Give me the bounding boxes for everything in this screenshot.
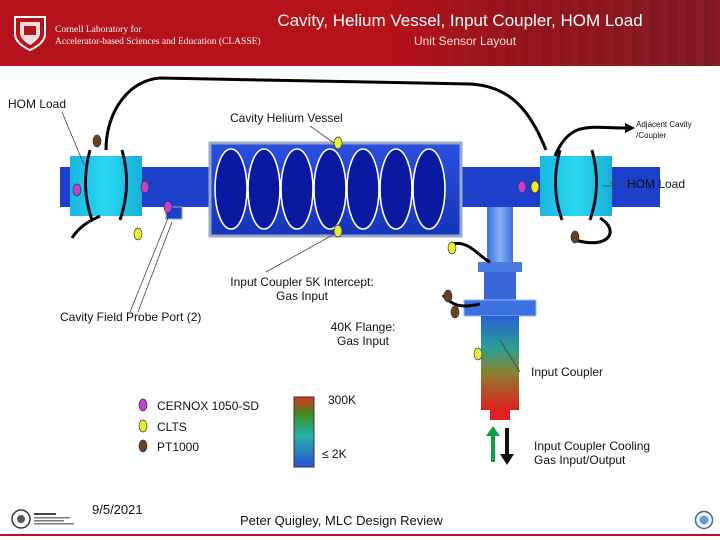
coupler-flange-40k <box>463 299 537 317</box>
hom-fins <box>83 149 599 221</box>
legend-pt1000-swatch <box>138 439 148 453</box>
cernox-sensor <box>517 180 527 194</box>
adjacent-arrow-icon <box>625 123 635 133</box>
clts-sensor <box>333 136 343 150</box>
footer-nsf-logo-icon <box>694 510 714 530</box>
legend-pt1000-label: PT1000 <box>157 440 200 454</box>
page-title: Cavity, Helium Vessel, Input Coupler, HO… <box>277 11 643 30</box>
clts-sensor <box>133 227 143 241</box>
hom-load-left <box>70 156 142 216</box>
coupler-mid <box>484 272 516 302</box>
pt1000-sensor <box>92 134 102 148</box>
label-field-probe-port: Cavity Field Probe Port (2) <box>60 310 202 324</box>
sensors <box>72 134 580 361</box>
hom-load-right <box>540 156 612 216</box>
legend-cernox-label: CERNOX 1050-SD <box>157 399 260 413</box>
label-coupler-cooling-line1: Input Coupler Cooling <box>534 439 651 453</box>
org-line-2: Accelerator-based Sciences and Education… <box>55 37 261 47</box>
gas-line-top-loop <box>104 76 548 151</box>
cooling-arrows-icon <box>486 426 514 465</box>
label-adjacent-cavity: Adjacent Cavity /Coupler <box>636 119 692 141</box>
header-fade <box>390 0 720 66</box>
cernox-sensor <box>163 200 173 214</box>
label-40k-flange-line2: Gas Input <box>336 334 390 348</box>
coupler-body <box>481 316 519 410</box>
label-40k-flange: 40K Flange: Gas Input <box>318 320 408 348</box>
legend-cernox-swatch <box>138 398 148 412</box>
coupler-stem <box>487 207 513 267</box>
page-subtitle: Unit Sensor Layout <box>413 34 517 48</box>
label-input-coupler-5k: Input Coupler 5K Intercept: Gas Input <box>222 275 382 303</box>
gas-line-5k <box>451 241 491 264</box>
label-hom-load-right: HOM Load <box>627 177 686 191</box>
label-input-coupler: Input Coupler <box>531 365 604 379</box>
cernox-sensor <box>140 180 150 194</box>
label-40k-flange-line1: 40K Flange: <box>330 320 396 334</box>
label-adjacent-cavity-line1: Adjacent Cavity <box>636 120 692 129</box>
footer-date: 9/5/2021 <box>92 502 143 517</box>
cavity-cell <box>346 148 380 230</box>
label-coupler-cooling: Input Coupler Cooling Gas Input/Output <box>534 439 650 467</box>
label-hom-load-left: HOM Load <box>8 97 67 111</box>
label-coupler-cooling-line2: Gas Input/Output <box>534 453 626 467</box>
gas-line-right-out <box>574 216 612 245</box>
cavity-cell <box>247 148 281 230</box>
clts-sensor <box>447 241 457 255</box>
coupler-tip <box>490 410 510 420</box>
coupler-flange-top <box>478 262 522 272</box>
label-input-coupler-5k-line2: Gas Input <box>275 289 329 303</box>
cavity-cell <box>280 148 314 230</box>
scale-bottom-label: ≤ 2K <box>322 447 347 461</box>
cornell-seal-icon <box>14 16 46 52</box>
pt1000-sensor <box>450 305 460 319</box>
clts-sensor <box>530 180 540 194</box>
legend-clts-swatch <box>138 419 148 433</box>
pt1000-sensor <box>570 230 580 244</box>
leader-lines <box>61 111 636 373</box>
clts-sensor <box>473 347 483 361</box>
footer-cornell-logo <box>11 509 74 529</box>
label-input-coupler-5k-line1: Input Coupler 5K Intercept: <box>230 275 374 289</box>
label-cavity-helium-vessel: Cavity Helium Vessel <box>230 111 343 125</box>
scale-top-label: 300K <box>328 393 357 407</box>
cavity-cell <box>412 148 446 230</box>
gas-line-left-bottom <box>70 214 101 239</box>
org-line-1: Cornell Laboratory for <box>55 25 142 35</box>
label-adjacent-cavity-line2: /Coupler <box>636 131 667 140</box>
cavity-cells <box>214 148 446 230</box>
cavity-cell <box>379 148 413 230</box>
header-banner <box>0 0 720 66</box>
legend-clts-label: CLTS <box>157 420 187 434</box>
footer-presenter: Peter Quigley, MLC Design Review <box>240 513 443 528</box>
pt1000-sensor <box>443 289 453 303</box>
temperature-scale-bar <box>293 396 315 468</box>
cavity-cell <box>313 148 347 230</box>
cernox-sensor <box>72 183 82 197</box>
gas-line-adjacent <box>553 125 626 157</box>
cavity-cell <box>214 148 248 230</box>
org-name: Cornell Laboratory for Accelerator-based… <box>55 24 261 48</box>
clts-sensor <box>333 224 343 238</box>
